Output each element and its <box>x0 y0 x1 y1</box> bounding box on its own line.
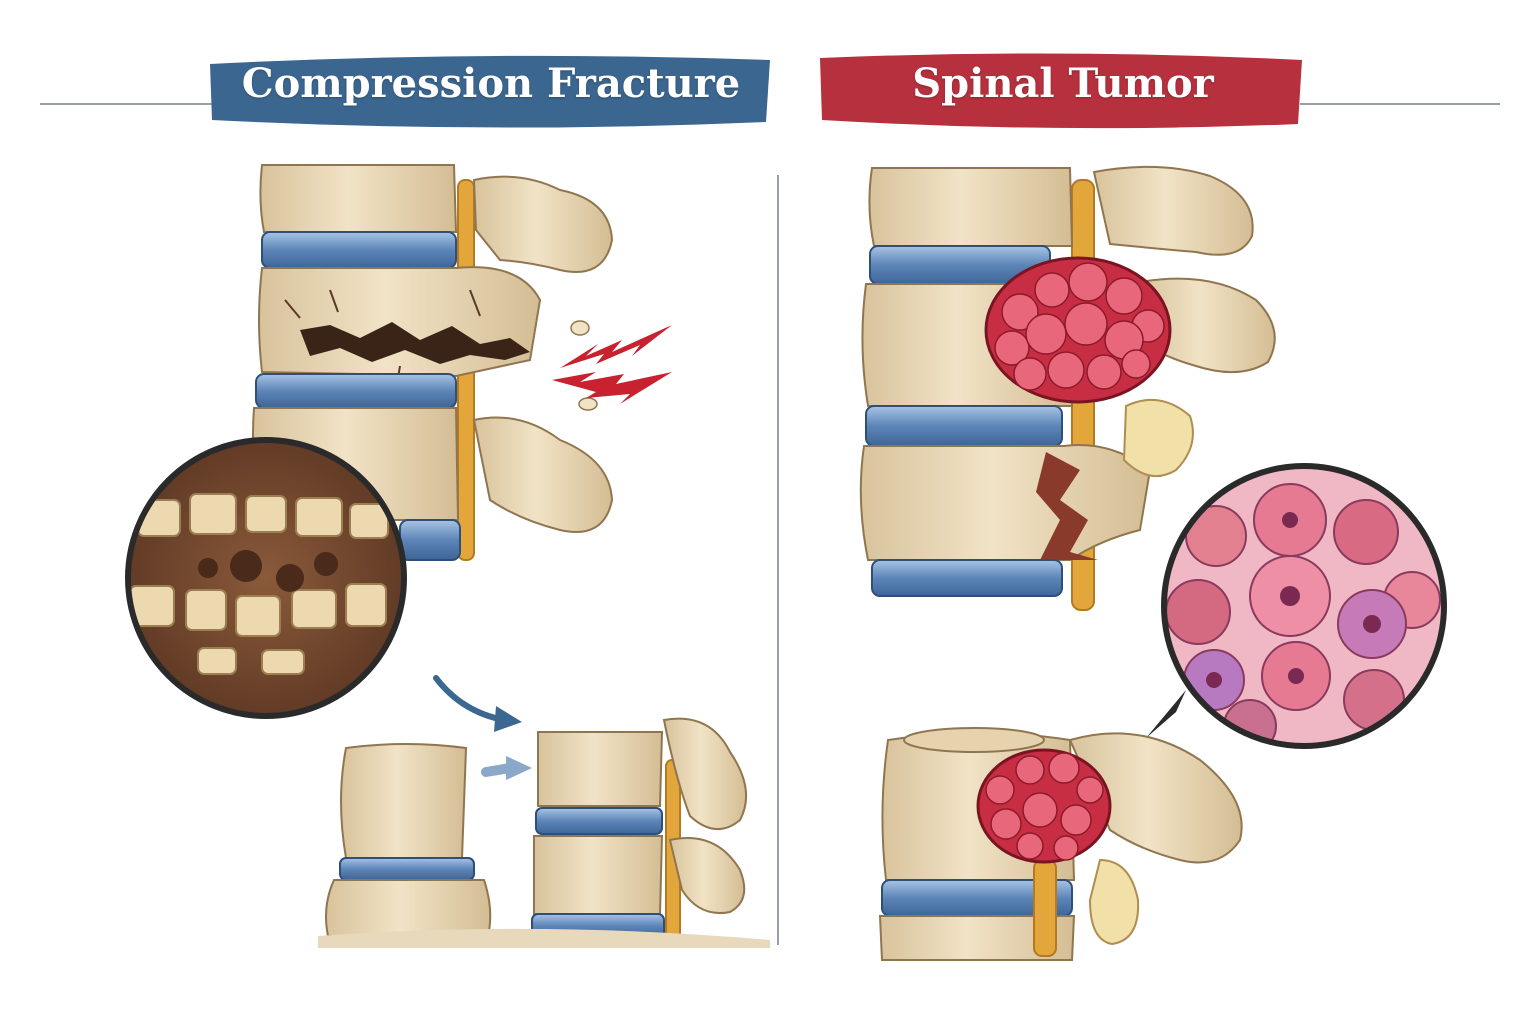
right-title-banner <box>820 53 1302 129</box>
spinal-tumor-mass <box>984 256 1172 404</box>
left-magnified-bone-detail <box>125 437 407 719</box>
right-bone-lesion <box>1036 452 1098 560</box>
left-ground-shadow <box>318 928 770 948</box>
spinal-tumor-mass-lower <box>976 748 1112 864</box>
flow-arrow-icon <box>433 675 507 723</box>
pain-arrow-icon <box>552 372 672 404</box>
left-healthy-vertebra-comparison <box>325 743 492 937</box>
right-upper-vertebra <box>868 167 1074 247</box>
pain-arrow-icon <box>560 325 672 368</box>
right-lower-vertebra-view <box>878 727 1243 961</box>
right-upper-spinous-process <box>1092 165 1254 256</box>
right-disc-lower <box>871 559 1063 597</box>
right-middle-spinous-process <box>1139 277 1276 374</box>
left-title-banner <box>210 55 770 128</box>
left-bone-fragment <box>578 397 598 411</box>
left-upper-spinous-process <box>472 175 614 273</box>
left-fracture-crack <box>300 322 530 364</box>
left-spine-illustration <box>252 164 672 561</box>
right-magnified-tumor-cells <box>1146 463 1447 749</box>
left-panel-title: Compression Fracture <box>241 60 741 107</box>
left-disc-middle <box>255 373 457 409</box>
right-panel-title: Spinal Tumor <box>912 60 1214 107</box>
left-collapsed-vertebra-comparison <box>531 717 747 941</box>
left-disc-upper <box>261 231 457 269</box>
right-eroded-vertebra <box>859 444 1152 561</box>
right-spine-illustration <box>859 165 1276 611</box>
left-upper-vertebra <box>259 164 458 233</box>
left-lower-spinous-process <box>472 416 614 533</box>
right-facet-joint <box>1122 399 1194 478</box>
magnifier-pointer <box>1146 690 1186 738</box>
flow-arrow-head-icon <box>506 756 532 780</box>
flow-arrow-head-icon <box>494 706 522 732</box>
left-fractured-vertebra <box>258 266 542 378</box>
left-fracture-crack-fine <box>284 289 481 379</box>
left-bone-fragment <box>570 320 590 336</box>
right-disc-middle <box>865 405 1063 447</box>
left-disc-lower <box>399 519 461 561</box>
